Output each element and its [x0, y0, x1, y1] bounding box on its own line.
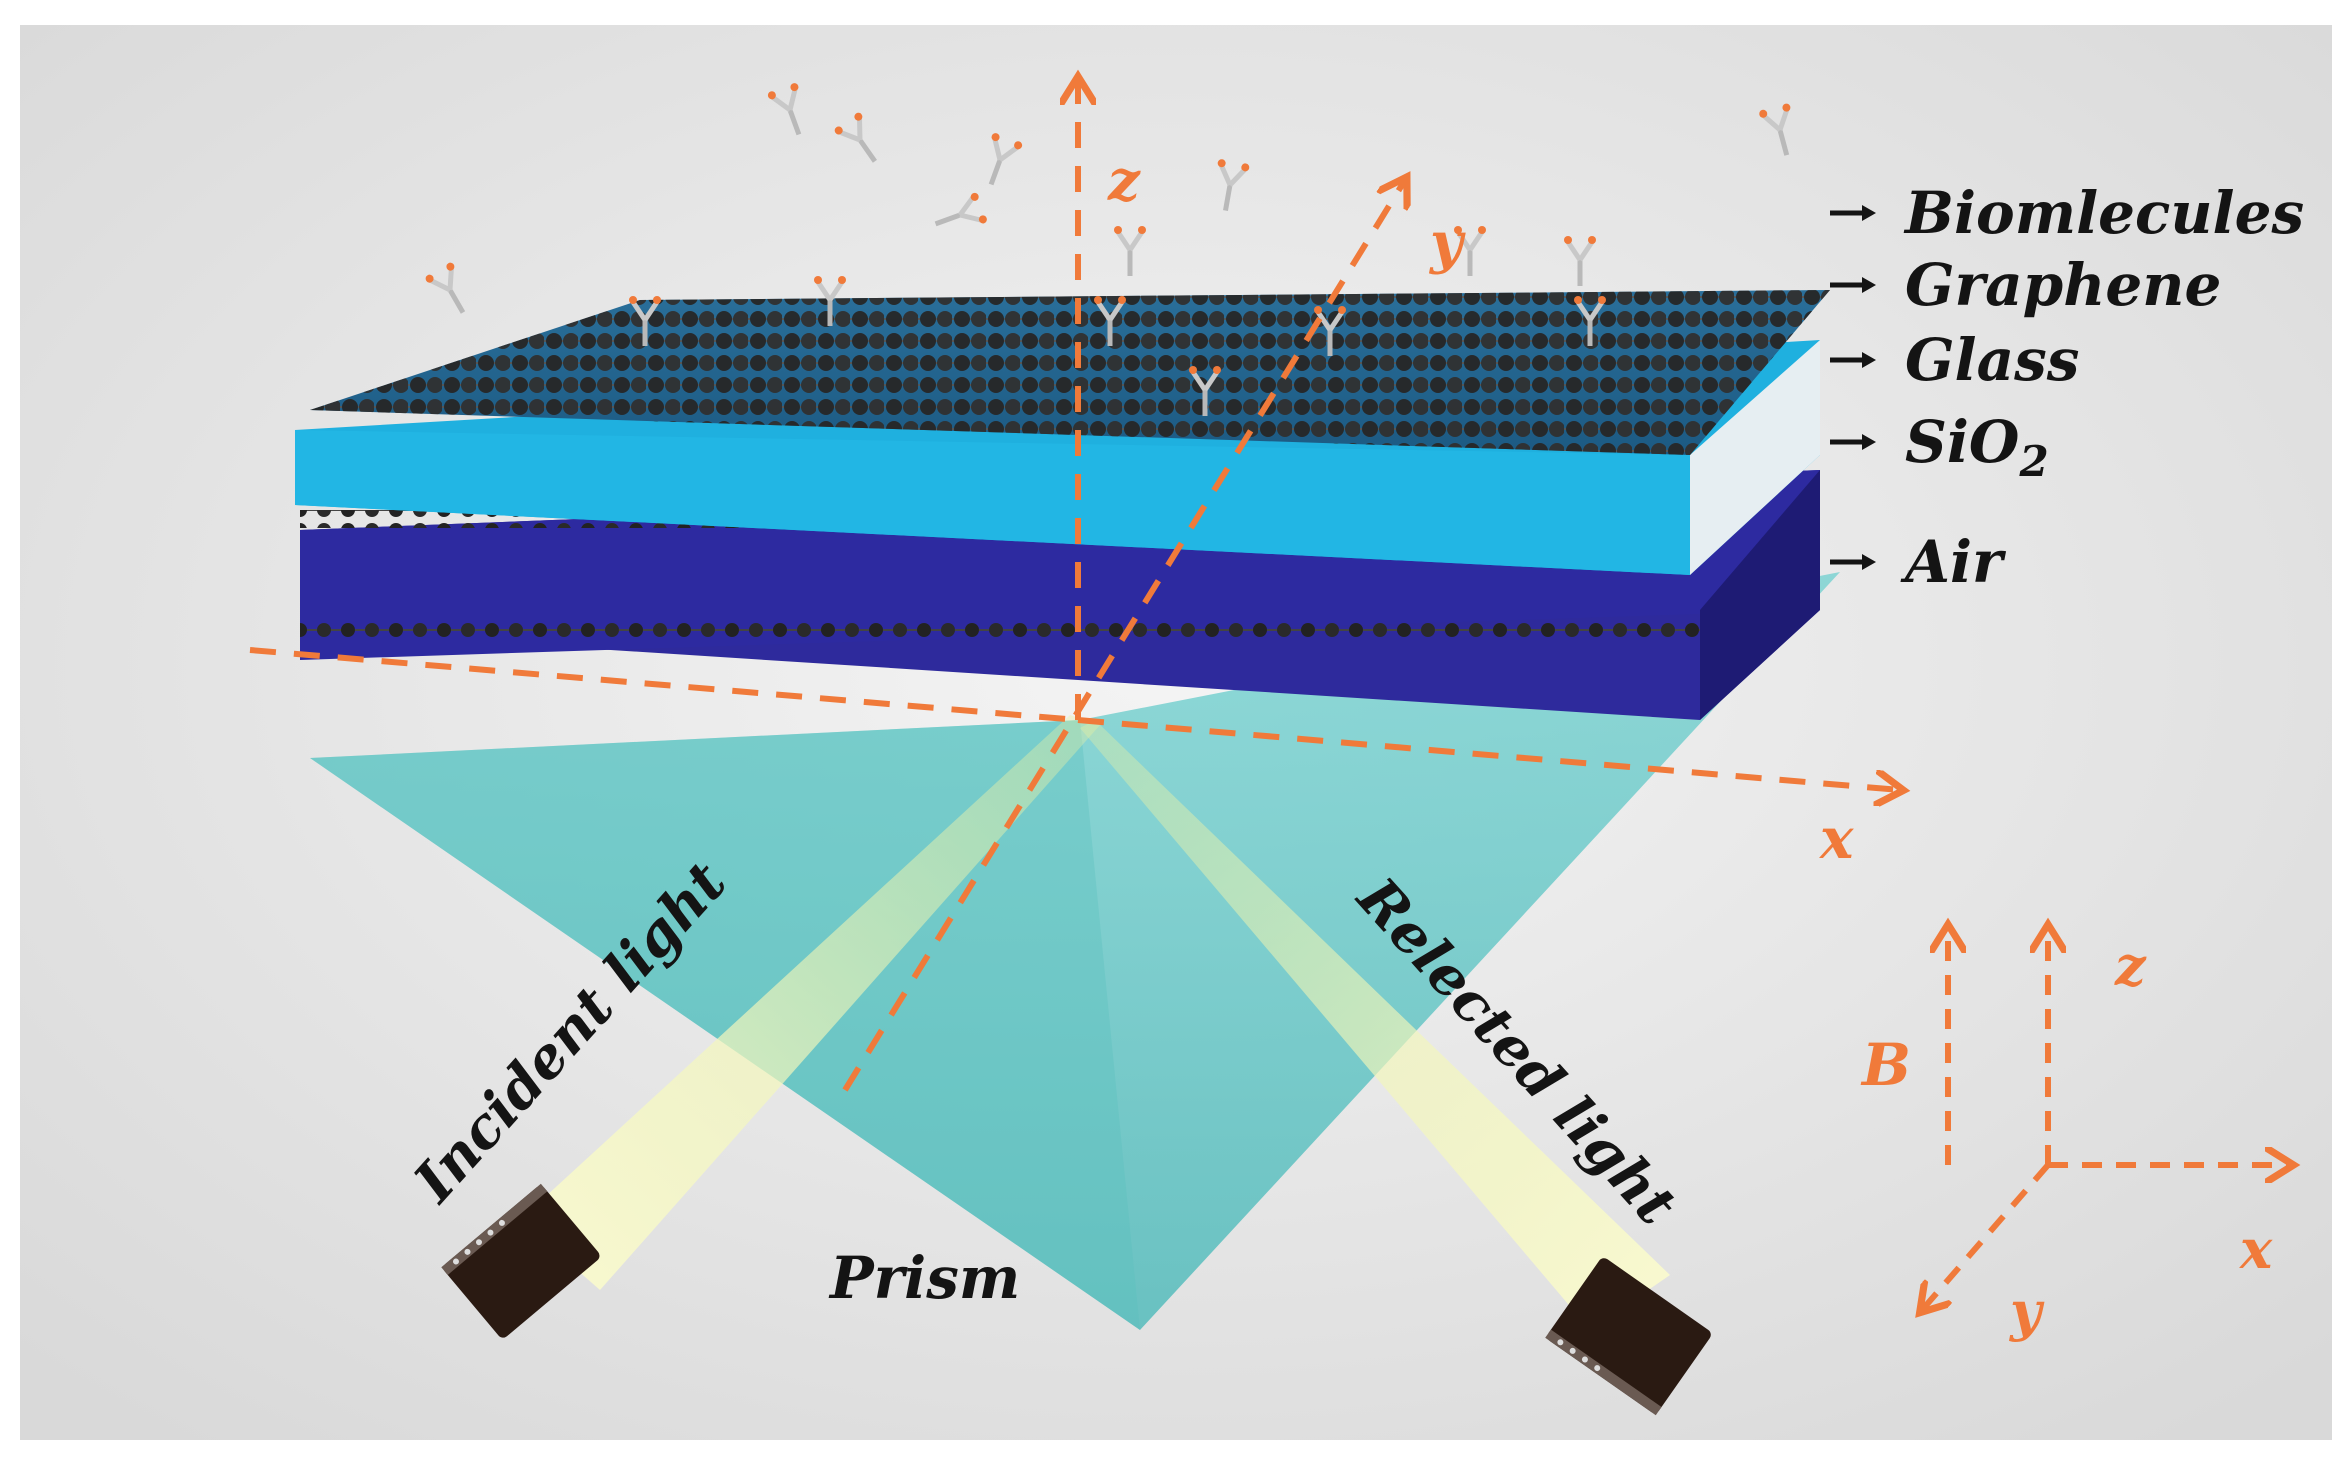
prism	[310, 572, 1840, 1330]
x-axis	[1077, 717, 1900, 790]
light-source-icon	[441, 1183, 600, 1338]
incident-beam	[520, 715, 1100, 1290]
legend-y-label: y	[2009, 1279, 2045, 1343]
label-glass: Glass	[1905, 326, 2079, 394]
legend-b-label: B	[1860, 1031, 1911, 1099]
legend-axes	[1922, 928, 2290, 1310]
label-air: Air	[1900, 528, 2007, 596]
main-axis-x-label: x	[1819, 806, 1854, 872]
main-axes	[249, 80, 1900, 1092]
main-axis-y-label: y	[1428, 210, 1466, 276]
detector-icon	[1545, 1258, 1711, 1416]
y-axis	[842, 180, 1405, 1092]
label-prism: Prism	[828, 1244, 1020, 1312]
main-axis-z-label: z	[1107, 148, 1141, 214]
label-graphene: Graphene	[1905, 251, 2221, 319]
layer-labels: Biomlecules Graphene Glass SiO2 Air	[1830, 179, 2304, 596]
legend-z-label: z	[2114, 934, 2147, 998]
reflected-beam	[1080, 720, 1670, 1330]
label-biomolecules: Biomlecules	[1903, 179, 2304, 247]
graphene-layer	[310, 290, 1830, 455]
legend-x-label: x	[2239, 1217, 2273, 1281]
label-sio2: SiO2	[1905, 408, 2049, 486]
x-axis-left	[249, 647, 1079, 723]
